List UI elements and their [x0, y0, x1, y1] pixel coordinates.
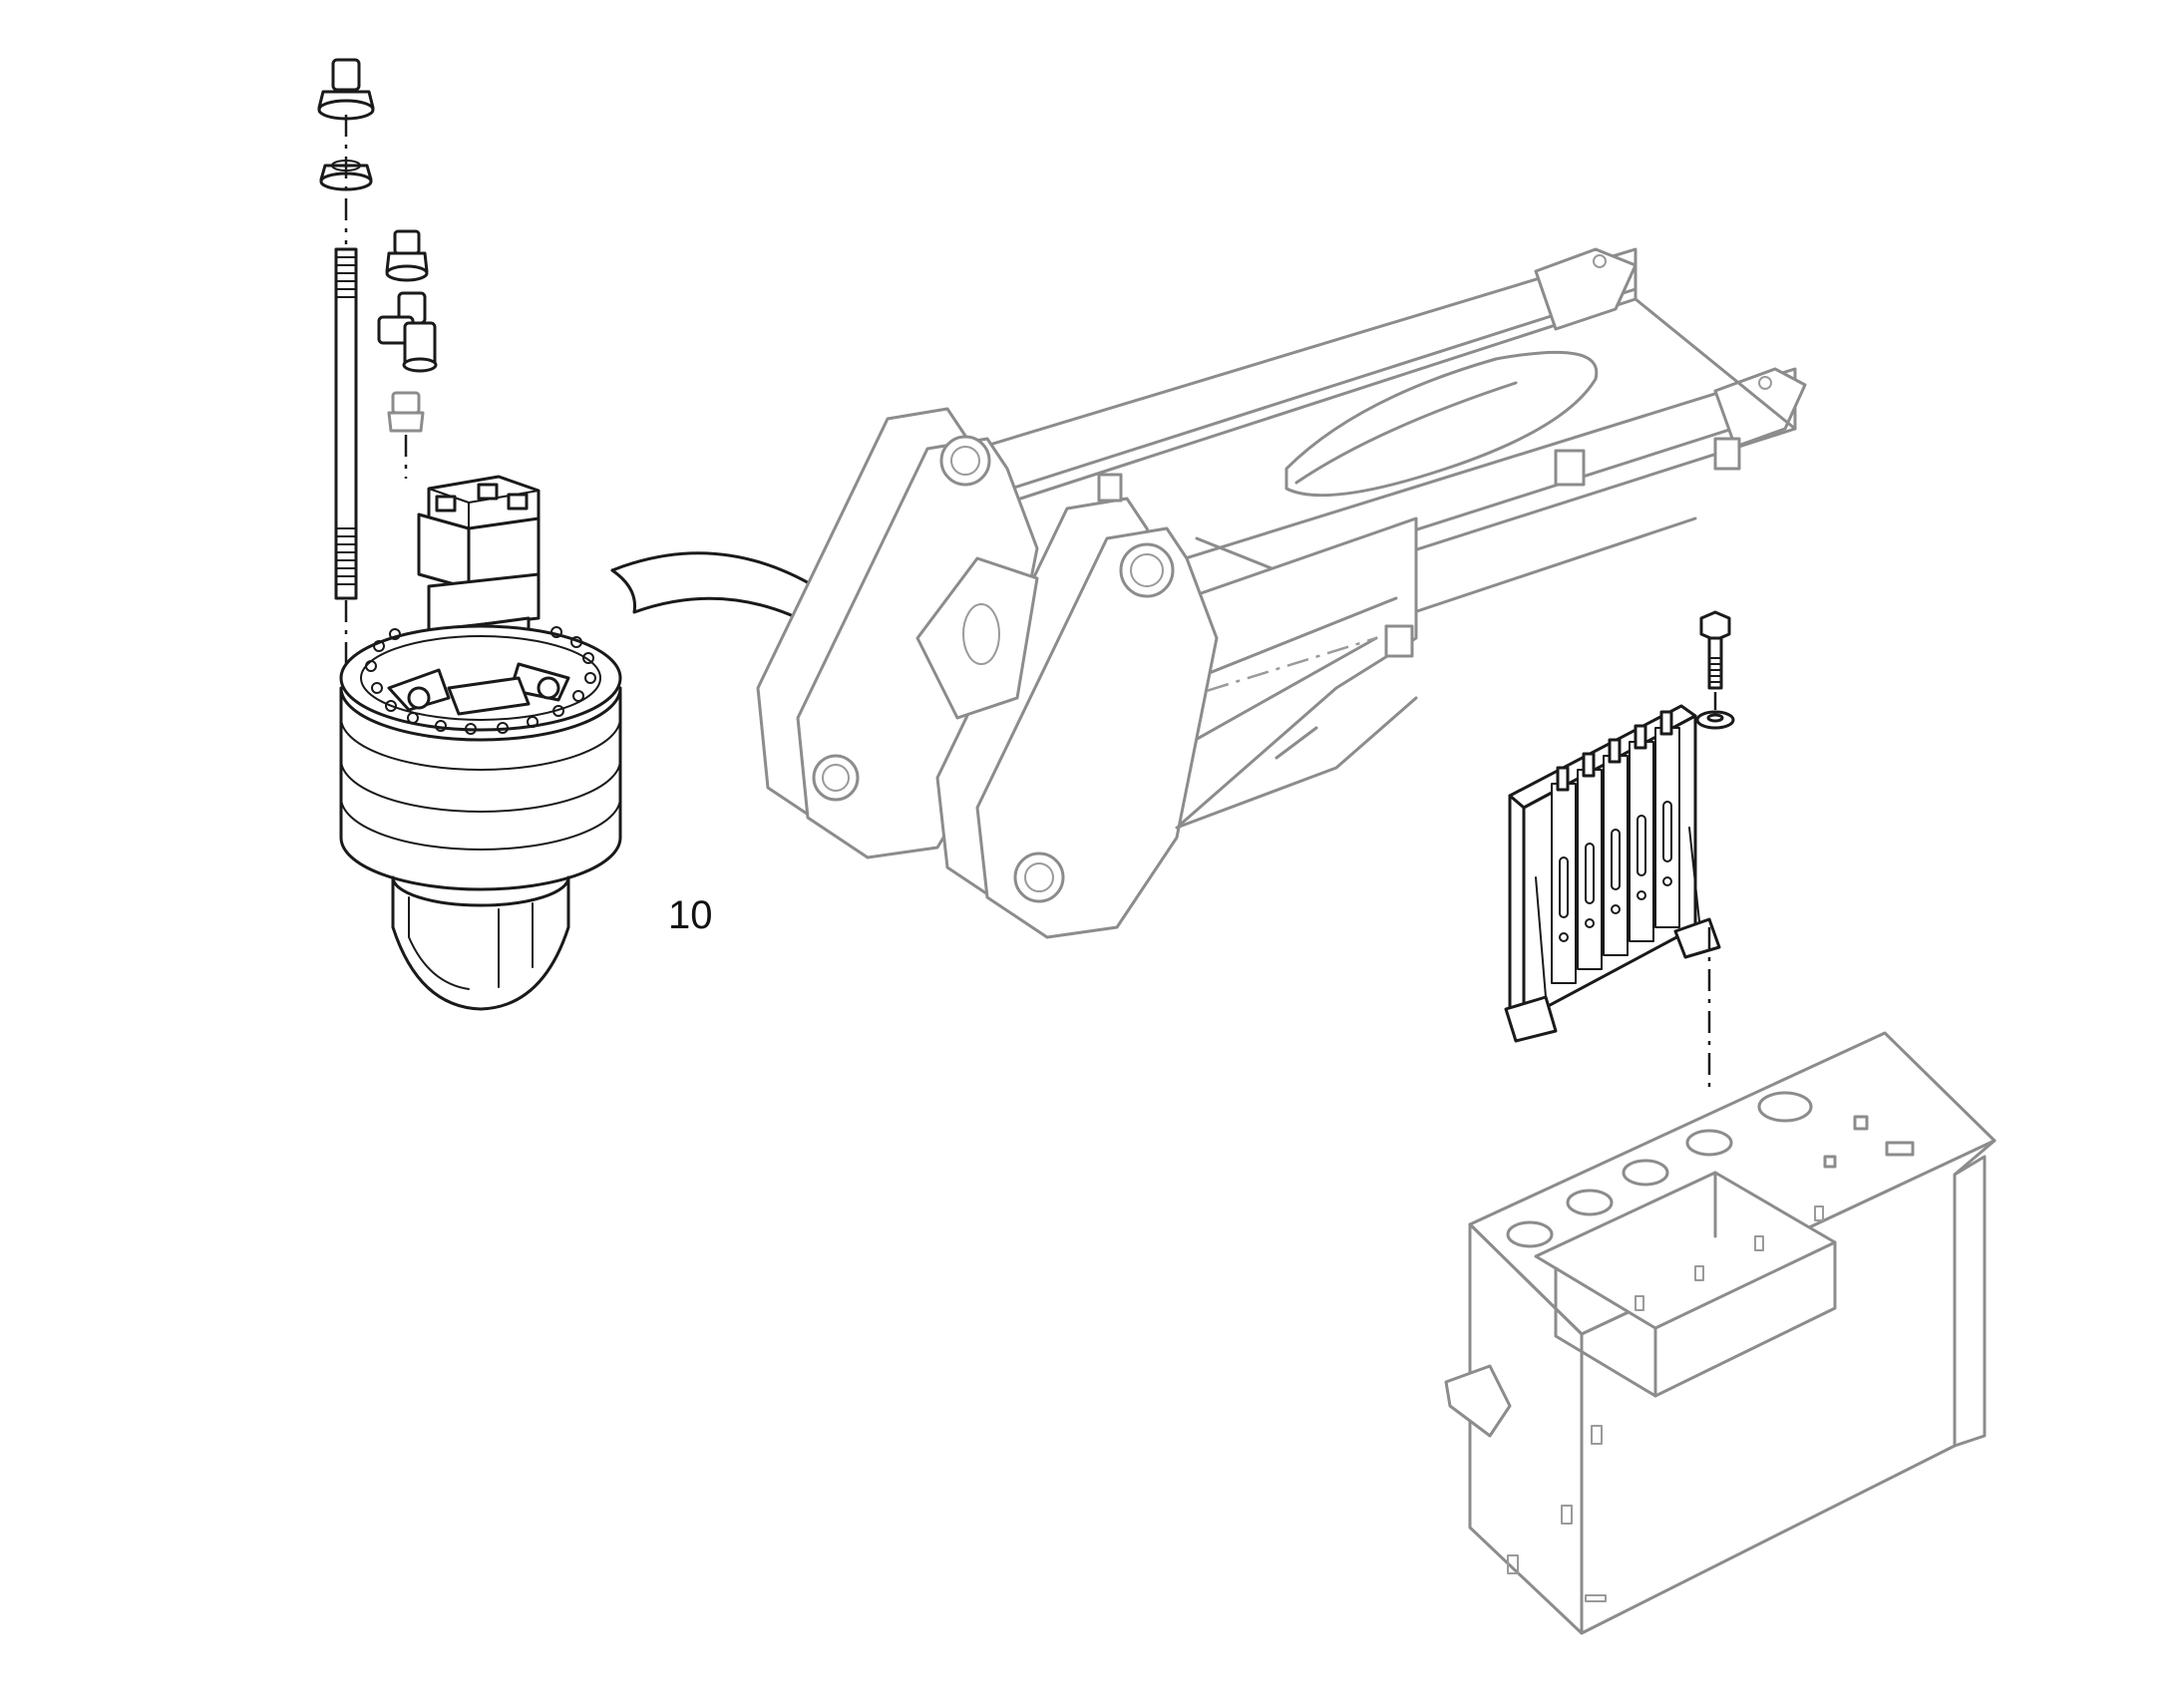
- gear-housing-part: [339, 686, 622, 1011]
- cap-screw-part: [317, 58, 375, 121]
- valve-bracket-assembly: [1504, 610, 1735, 1087]
- callout-label-10: 10: [668, 893, 713, 937]
- gear-flange-part: [339, 624, 622, 735]
- hex-bolt-part: [1699, 610, 1731, 690]
- swing-drive-assembly: [317, 58, 622, 1011]
- straight-fitting-part: [385, 229, 429, 282]
- mounting-bracket-part: [1504, 704, 1721, 1043]
- tee-fitting-part: [377, 291, 438, 373]
- center-body-part: [1444, 1031, 1997, 1635]
- upper-frame-part: [756, 247, 1807, 939]
- adapter-fitting-part: [387, 391, 425, 433]
- threaded-stud-part: [334, 247, 358, 600]
- washer-part: [1695, 710, 1735, 730]
